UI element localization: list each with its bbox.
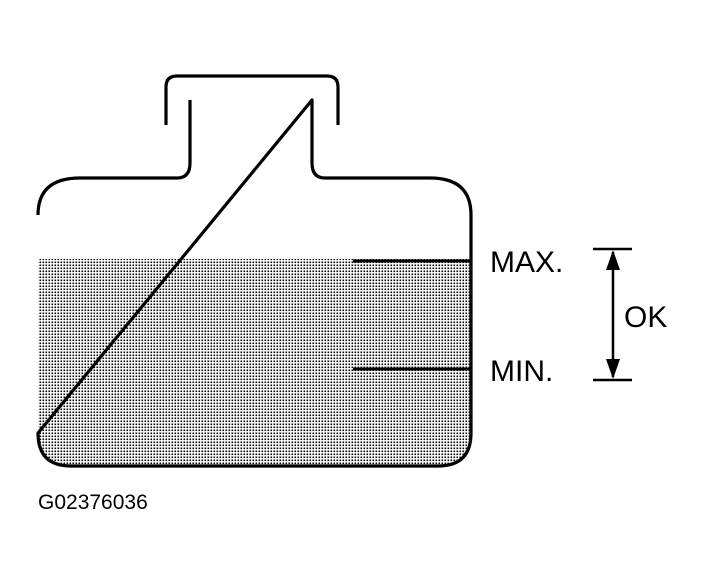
ok-label: OK	[624, 301, 667, 334]
max-label: MAX.	[490, 246, 563, 279]
min-label: MIN.	[490, 355, 553, 388]
figure-code: G02376036	[38, 491, 148, 514]
ok-range-arrow	[593, 247, 632, 382]
reservoir-cap	[164, 74, 340, 125]
reservoir-outline	[36, 98, 473, 468]
arrow-head-up-icon	[606, 250, 620, 270]
arrow-head-down-icon	[606, 359, 620, 379]
fluid-fill	[38, 259, 471, 466]
